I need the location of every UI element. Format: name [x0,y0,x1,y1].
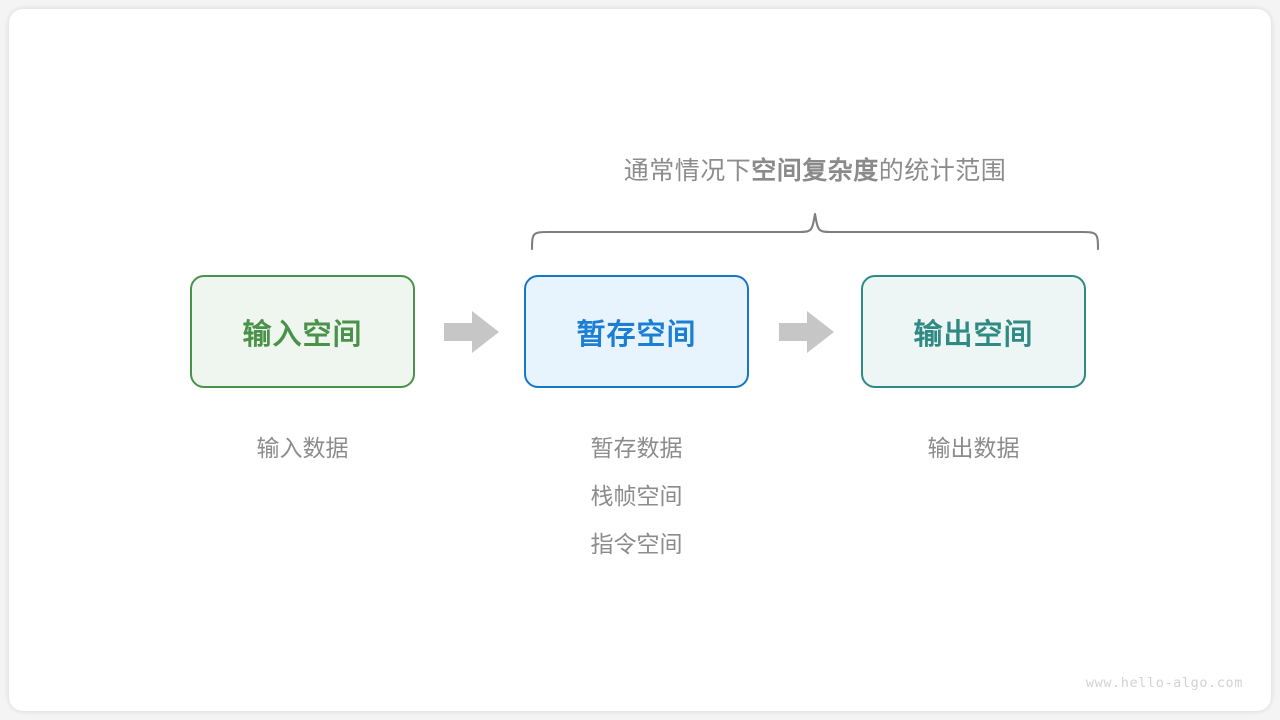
figure-caption: 通常情况下空间复杂度的统计范围 [9,152,1271,190]
caption-suffix: 的统计范围 [878,157,1007,185]
box-temp-space-label: 暂存空间 [576,318,697,351]
sublabel-item: 栈帧空间 [590,483,683,509]
watermark-url: www.hello-algo.com [1085,675,1243,691]
sublabel-item: 指令空间 [590,531,683,557]
box-temp-space[interactable]: 暂存空间 [524,275,749,388]
caption-emphasis: 空间复杂度 [751,157,879,185]
arrow-right-icon [779,311,834,353]
arrow-right-icon [444,311,499,353]
sublabel-item: 输出数据 [927,435,1020,461]
box-output-space-label: 输出空间 [913,318,1034,351]
caption-prefix: 通常情况下 [623,157,752,185]
curly-brace-icon [530,212,1100,251]
sublabel-item: 暂存数据 [590,435,683,461]
sublabels-output-space: 输出数据 [861,424,1086,472]
box-input-space[interactable]: 输入空间 [190,275,415,388]
sublabels-temp-space: 暂存数据 栈帧空间 指令空间 [524,424,749,568]
box-input-space-label: 输入空间 [242,318,363,351]
sublabels-input-space: 输入数据 [190,424,415,472]
sublabel-item: 输入数据 [256,435,349,461]
figure-card: 通常情况下空间复杂度的统计范围 输入空间 暂存空间 输出空间 输入数据 [9,9,1271,711]
box-output-space[interactable]: 输出空间 [861,275,1086,388]
